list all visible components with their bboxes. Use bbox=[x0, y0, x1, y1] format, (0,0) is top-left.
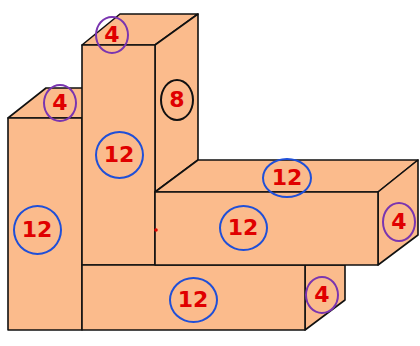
arm-front bbox=[155, 192, 378, 265]
callout-number: 12 bbox=[13, 205, 62, 255]
left-block-front bbox=[8, 118, 82, 330]
bottom-block-end bbox=[305, 265, 345, 330]
callout-number: 4 bbox=[382, 202, 416, 242]
callout-number: 4 bbox=[43, 84, 77, 122]
bottom-block-front bbox=[82, 265, 305, 330]
tall-block-front bbox=[82, 45, 155, 265]
red-dot bbox=[154, 228, 158, 232]
callout-number: 8 bbox=[160, 79, 194, 121]
callout-number: 12 bbox=[169, 277, 218, 323]
arm-end bbox=[378, 160, 418, 265]
callout-number: 12 bbox=[219, 205, 268, 251]
callout-number: 12 bbox=[95, 131, 144, 179]
callout-number: 4 bbox=[305, 276, 339, 314]
callout-number: 4 bbox=[95, 16, 129, 54]
callout-number: 12 bbox=[262, 158, 312, 198]
